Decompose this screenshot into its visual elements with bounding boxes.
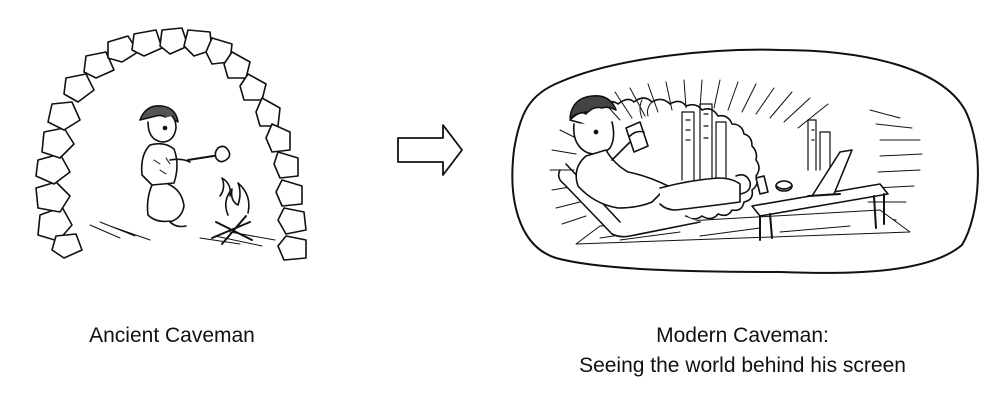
coffee-table (751, 183, 889, 241)
modern-caveman-illustration (511, 48, 979, 274)
ancient-caveman-caption: Ancient Caveman (89, 324, 255, 347)
ancient-caveman-illustration (35, 27, 307, 261)
modern-caveman-caption-subtitle: Seeing the world behind his screen (579, 354, 906, 377)
table-items (755, 149, 853, 197)
modern-caveman-caption: Modern Caveman: Seeing the world behind … (520, 321, 965, 381)
modern-caveman-caption-title: Modern Caveman: (656, 324, 829, 347)
caveman-figure (139, 104, 231, 228)
cave-stones (35, 27, 307, 261)
city-skyline (681, 103, 831, 181)
room-floor (575, 209, 911, 245)
bubble-hatching (549, 79, 923, 225)
man-with-phone (569, 94, 752, 211)
right-arrow-icon (397, 124, 463, 176)
cave-floor-shading (89, 221, 276, 247)
campfire (211, 177, 253, 245)
